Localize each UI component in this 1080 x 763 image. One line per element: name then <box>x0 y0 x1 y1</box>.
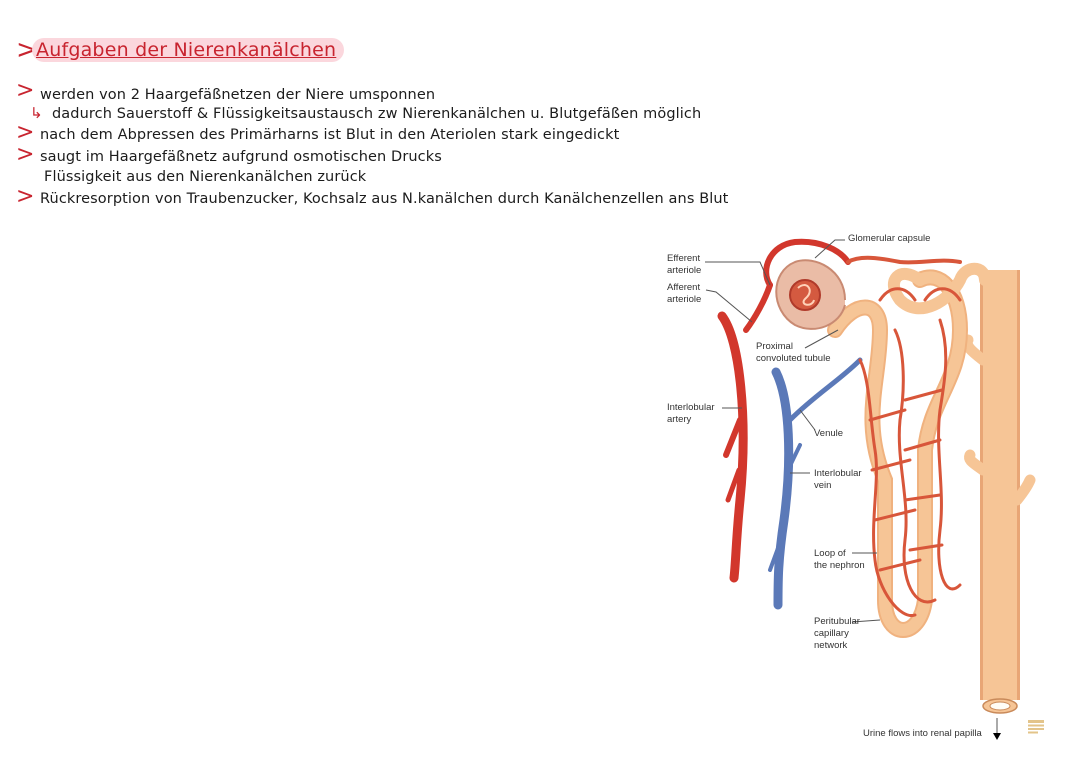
note-line-1: werden von 2 Haargefäßnetzen der Niere u… <box>40 87 436 103</box>
sub-arrow-icon: ↳ <box>30 104 43 122</box>
notes-title: Aufgaben der Nierenkanälchen <box>36 39 337 61</box>
label-peritubular-capillary-network: Peritubular capillary network <box>814 616 860 651</box>
note-line-4: saugt im Haargefäßnetz aufgrund osmotisc… <box>40 149 442 165</box>
leader-lines <box>705 239 998 735</box>
glomerular-capsule <box>775 259 846 330</box>
label-afferent-arteriole: Afferent arteriole <box>667 282 702 305</box>
notes-page-icon[interactable] <box>1027 718 1045 736</box>
bullet-arrow-1: > <box>16 78 35 103</box>
note-line-2: dadurch Sauerstoff & Flüssigkeitsaustaus… <box>52 106 702 122</box>
label-loop-of-nephron: Loop of the nephron <box>814 548 865 571</box>
peritubular-capillary-network <box>858 287 962 617</box>
note-line-6: Rückresorption von Traubenzucker, Kochsa… <box>40 191 729 207</box>
label-proximal-convoluted-tubule: Proximal convoluted tubule <box>756 341 831 364</box>
interlobular-vein <box>768 357 863 610</box>
interlobular-artery <box>717 282 773 583</box>
label-urine-flow: Urine flows into renal papilla <box>863 728 982 739</box>
label-venule: Venule <box>814 428 844 439</box>
bullet-arrow-4: > <box>16 142 35 167</box>
bullet-arrow-3: > <box>16 120 35 145</box>
label-interlobular-artery: Interlobular artery <box>667 402 715 425</box>
arrow-down-icon <box>993 733 1001 740</box>
note-line-5: Flüssigkeit aus den Nierenkanälchen zurü… <box>44 169 367 185</box>
label-glomerular-capsule: Glomerular capsule <box>848 233 931 244</box>
note-line-3: nach dem Abpressen des Primärharns ist B… <box>40 127 620 143</box>
notes-title-highlight: Aufgaben der Nierenkanälchen <box>32 38 345 62</box>
nephron-tubule <box>827 262 991 638</box>
bullet-arrow-6: > <box>16 184 35 209</box>
label-interlobular-vein: Interlobular vein <box>814 468 862 491</box>
label-efferent-arteriole: Efferent arteriole <box>667 253 702 276</box>
arterioles <box>763 238 962 288</box>
collecting-duct <box>961 270 1036 714</box>
